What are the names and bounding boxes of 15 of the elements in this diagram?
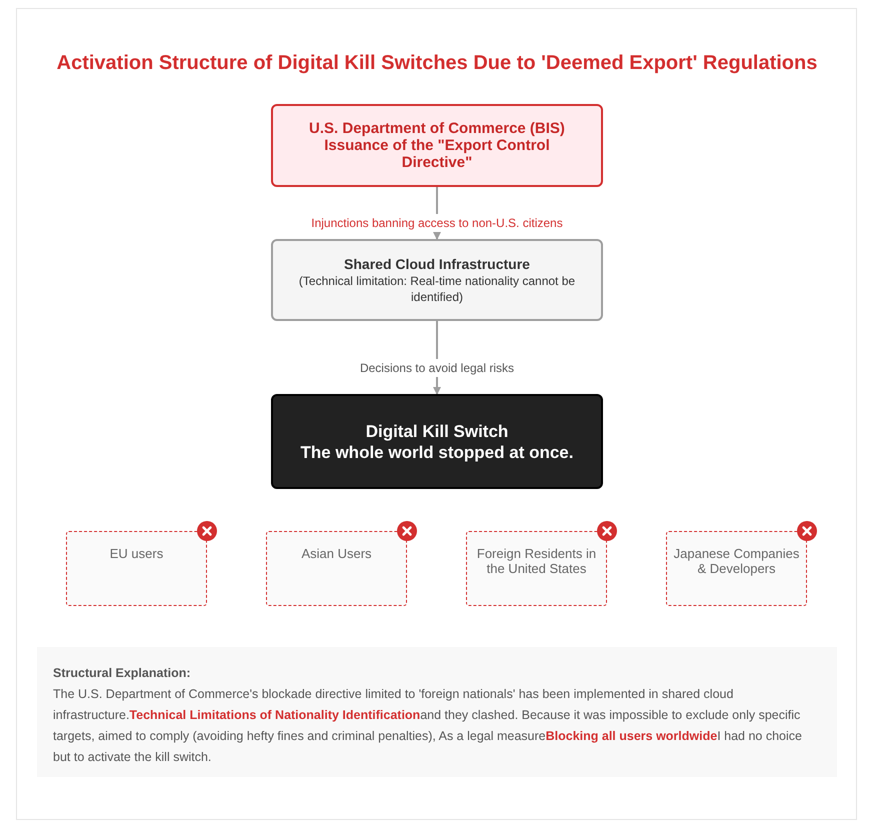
node-title: Foreign Residents in the United States: [476, 546, 598, 576]
process-box: [271, 104, 603, 187]
node-title: Shared Cloud Infrastructure: [344, 255, 530, 273]
explanation-text: The U.S. Department of Commerce's blockade directive limited to 'foreign nationals' has been implemented in shared cloud infrastructure.Technical Limitations of Nationality Identificationand they clashed. Because it was impossible to exclude only specific targets, aimed to comply (avoiding hefty fines and criminal penalties), As a legal measureBlocking all users worldwideI had no choice but to activate the kill switch.: [53, 686, 803, 766]
node-title: Digital Kill Switch: [366, 420, 508, 442]
node-description: The whole world stopped at once.: [300, 442, 574, 462]
node-title: Asian Users: [301, 546, 372, 561]
node-title: EU users: [110, 546, 164, 561]
explanation-heading: Structural Explanation:: [53, 665, 192, 682]
node-description: (Technical limitation: Real-time nationality cannot be identified): [298, 273, 576, 305]
process-box: [271, 239, 603, 321]
diagram-title: Activation Structure of Digital Kill Switches Due to 'Deemed Export' Regulations: [56, 51, 818, 76]
node-title: U.S. Department of Commerce (BIS) Issuance of the "Export Control Directive": [308, 120, 566, 171]
node-title: Japanese Companies & Developers: [673, 546, 800, 576]
kill-switch-box: [271, 394, 603, 489]
